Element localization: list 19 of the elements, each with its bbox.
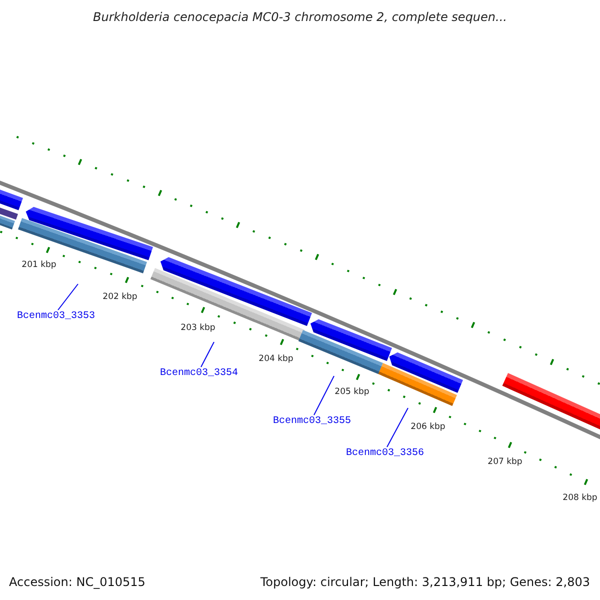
- gene-label: Bcenmc03_3354: [160, 368, 238, 380]
- leader-line: [386, 408, 408, 448]
- gene-label: Bcenmc03_3355: [273, 416, 352, 428]
- topology-text: Topology: circular; Length: 3,213,911 bp; Genes: 2,803: [260, 575, 590, 589]
- leader-line: [200, 342, 214, 368]
- scale-label: 201 kbp: [22, 260, 56, 270]
- leader-line: [58, 284, 78, 310]
- scale-label: 207 kbp: [488, 457, 522, 467]
- map-title: Burkholderia cenocepacia MC0-3 chromosome 2, complete sequen...: [92, 10, 508, 24]
- scale-label: 206 kbp: [410, 422, 446, 432]
- accession-text: Accession: NC_010515: [9, 575, 146, 589]
- gene-label: Bcenmc03_3356: [346, 448, 424, 460]
- scale-label: 203 kbp: [180, 323, 216, 333]
- scale-label: 208 kbp: [562, 493, 598, 503]
- scale-label: 204 kbp: [258, 354, 294, 364]
- leader-line: [314, 376, 334, 416]
- gene-label: Bcenmc03_3353: [17, 311, 96, 323]
- scale-label: 202 kbp: [102, 292, 138, 302]
- scale-label: 205 kbp: [334, 387, 370, 397]
